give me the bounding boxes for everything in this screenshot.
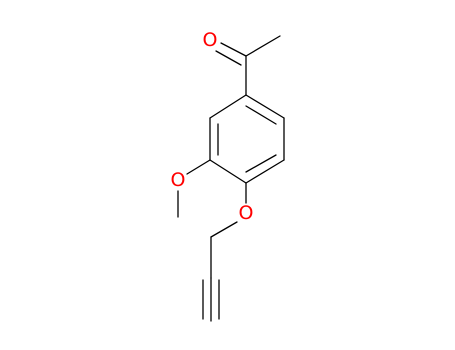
ether-oxygen-label: O <box>239 202 254 224</box>
acetyl-group <box>215 35 281 96</box>
carbonyl-double-bond <box>215 50 242 66</box>
ring-bond <box>245 159 285 184</box>
carbonyl-double-bond <box>220 42 247 57</box>
ring-bond <box>209 94 247 119</box>
ether-ch2-bond <box>210 221 238 238</box>
propargyl-ether-group <box>202 182 247 322</box>
carbonyl-oxygen-label: O <box>203 29 218 51</box>
methoxy-group <box>177 159 211 218</box>
ring-bond <box>209 159 247 184</box>
methoxy-o-bond <box>186 159 211 175</box>
ring-double-bond-inner <box>245 105 277 125</box>
methoxy-oxygen-label: O <box>171 169 186 191</box>
benzene-ring <box>209 94 285 184</box>
methyl-bond <box>245 35 281 57</box>
ring-double-bond-inner <box>245 154 277 173</box>
ring-bond <box>245 94 285 119</box>
